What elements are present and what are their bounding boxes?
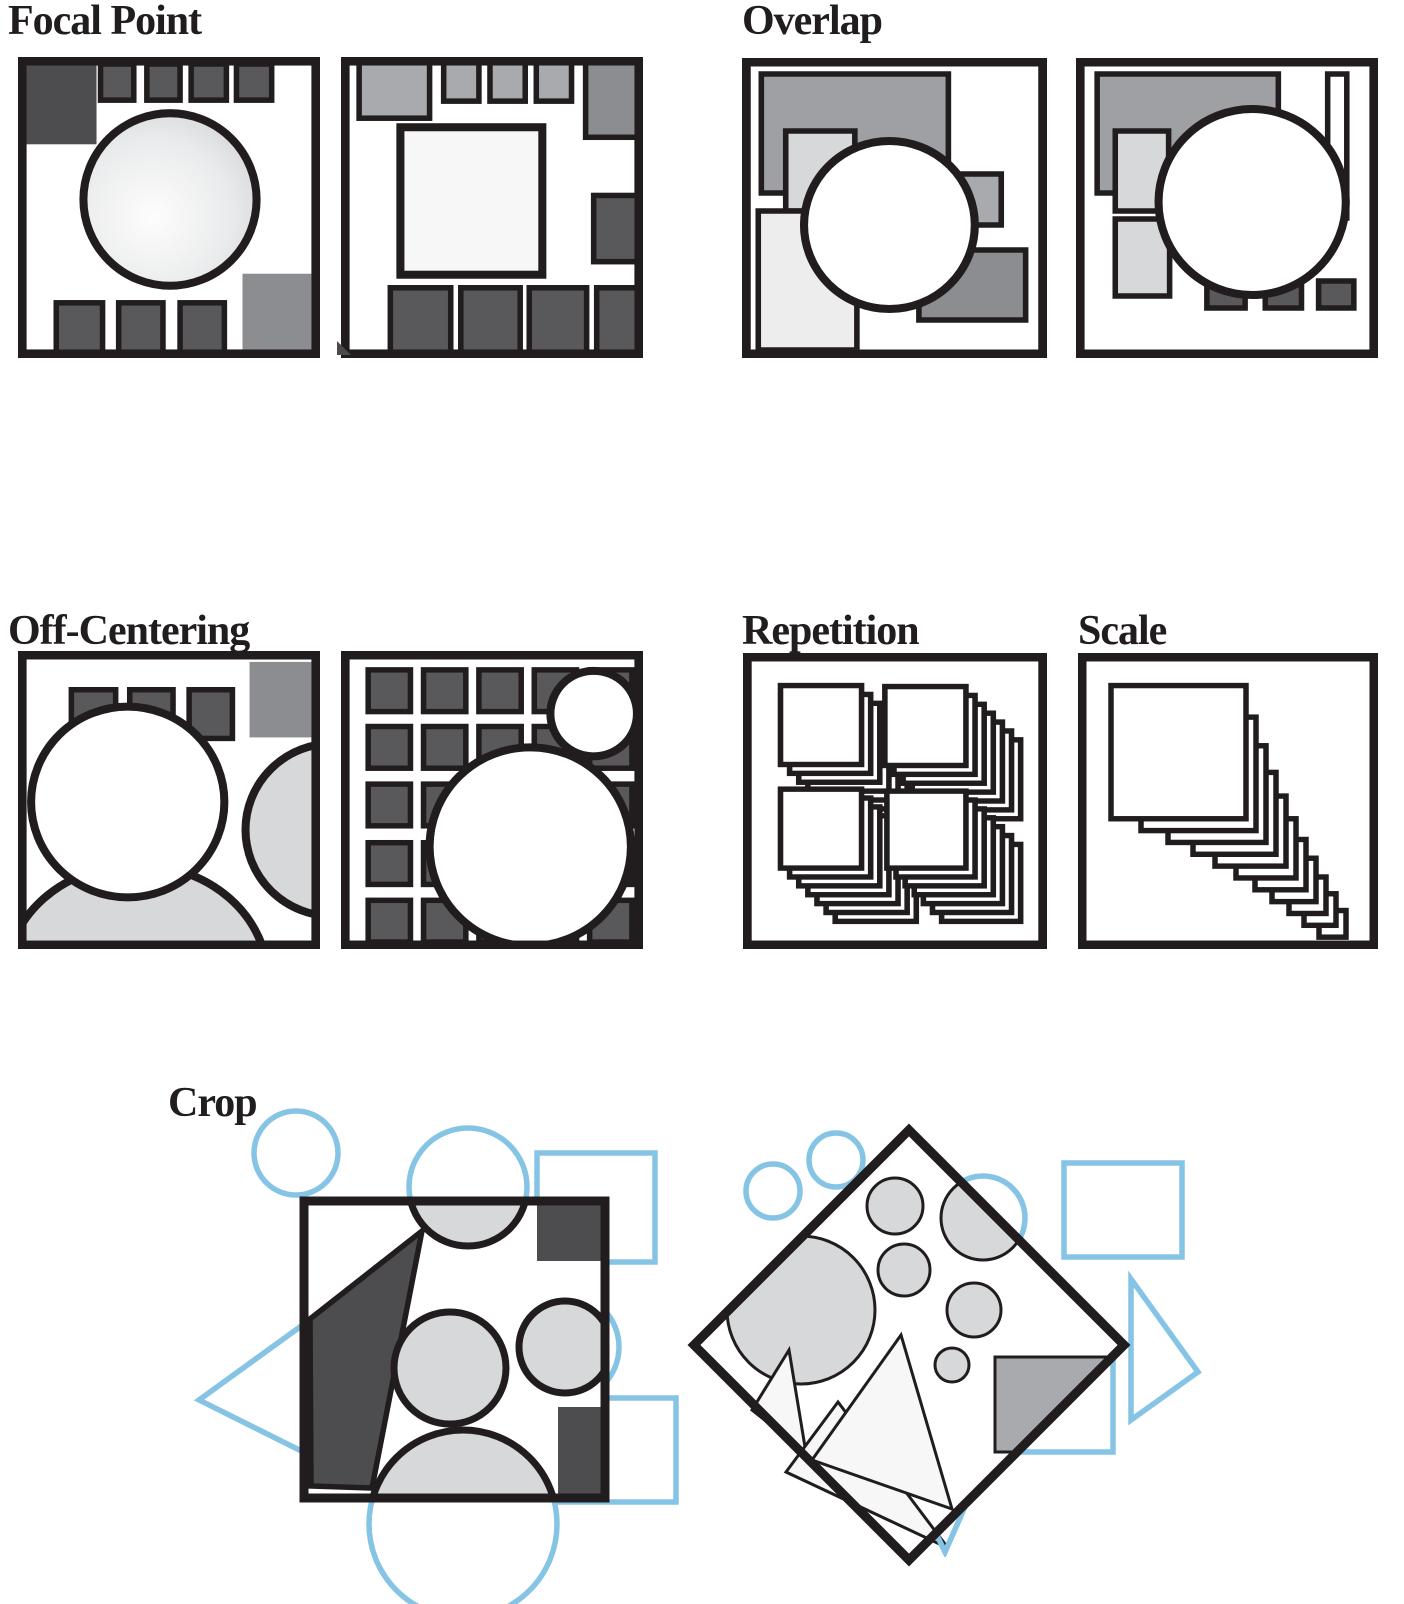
crop-section <box>193 1108 1202 1604</box>
dark-corner-square <box>537 1204 603 1261</box>
top-right-rect <box>249 661 316 738</box>
repetition-panel <box>743 653 1047 949</box>
right-circle <box>515 1297 605 1397</box>
stack-bottom-right <box>884 788 1024 925</box>
frame-border <box>341 57 643 358</box>
gray-circle-4 <box>945 1281 1003 1339</box>
label-scale: Scale <box>1078 608 1167 654</box>
frame-border <box>1076 58 1378 358</box>
frame-border <box>743 653 1047 949</box>
frame-border <box>341 651 643 949</box>
clipped-figures <box>22 702 316 946</box>
label-overlap: Overlap <box>742 0 883 44</box>
scale-panel <box>1078 653 1378 949</box>
big-triangle <box>809 1331 955 1512</box>
head-circle <box>27 702 229 902</box>
large-gray-circle <box>725 1234 877 1386</box>
focal-point-panel-1 <box>18 57 320 358</box>
bottom-squares <box>53 300 228 357</box>
overlap-panel-1 <box>742 58 1047 358</box>
small-circle <box>546 666 641 761</box>
gray-circle-1 <box>865 1176 925 1236</box>
blue-circle-top-left <box>251 1108 341 1198</box>
blue-triangle-right <box>1128 1270 1202 1426</box>
overlap-panel-2 <box>1076 58 1378 358</box>
gray-circle-2 <box>876 1242 932 1298</box>
cursor-artifact <box>337 341 351 355</box>
overlapping-circle <box>1154 105 1350 299</box>
dark-bar <box>558 1407 602 1498</box>
gray-circle-5 <box>933 1346 971 1384</box>
frame-border <box>18 57 320 358</box>
large-circle <box>425 743 635 949</box>
edge-circle <box>241 741 316 919</box>
crop2-diamond-border <box>687 1123 1131 1567</box>
focal-sphere <box>79 109 261 290</box>
label-repetition: Repetition <box>742 608 920 654</box>
crop2-blue-tip <box>915 1497 973 1559</box>
frame-border <box>18 651 320 949</box>
crop2-triangles <box>750 1331 955 1550</box>
frame-border <box>742 58 1047 358</box>
label-crop: Crop <box>168 1080 258 1126</box>
frame-border <box>1078 653 1378 949</box>
cropped-circle-cap <box>407 1201 529 1250</box>
stack-top-left <box>777 682 920 821</box>
blue-circle-b <box>806 1130 866 1190</box>
top-squares <box>440 59 575 104</box>
focal-square <box>396 123 547 279</box>
off-centering-panel-2 <box>341 651 643 949</box>
body-circle <box>369 1426 557 1498</box>
overlapping-circle <box>799 137 979 313</box>
center-circle <box>390 1308 510 1428</box>
top-right-rect <box>582 58 642 141</box>
blue-rect-right <box>1061 1160 1185 1260</box>
corner-square <box>22 61 97 145</box>
label-focal-point: Focal Point <box>8 0 202 44</box>
crop1-content <box>307 1201 605 1498</box>
off-centering-panel-1 <box>18 651 320 949</box>
right-square <box>590 192 642 265</box>
bottom-right-rect <box>242 273 316 354</box>
label-off-centering: Off-Centering <box>8 608 250 654</box>
crop1-frame-border <box>299 1196 610 1503</box>
bottom-squares <box>387 285 642 356</box>
dark-wedge <box>307 1224 427 1491</box>
blue-circle-a <box>743 1161 803 1221</box>
shrinking-cascade <box>1108 682 1349 940</box>
focal-point-panel-2 <box>341 57 643 358</box>
corner-rect <box>356 58 433 121</box>
